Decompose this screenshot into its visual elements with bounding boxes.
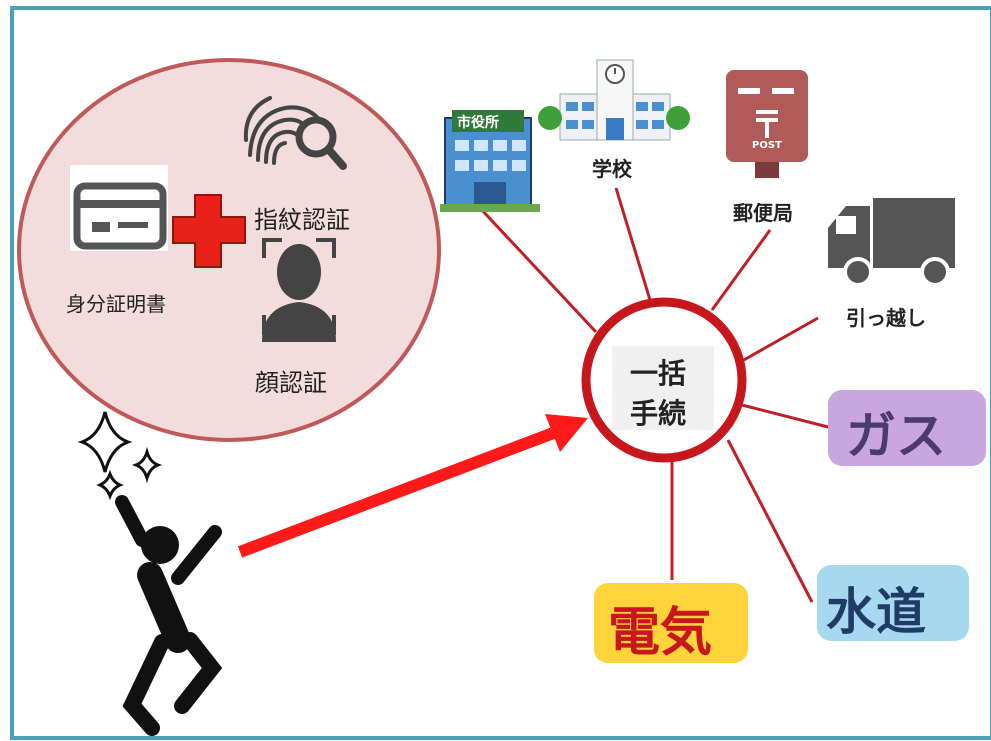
denki-badge: [594, 583, 748, 663]
hub-label-line1: 一括: [630, 357, 687, 390]
id-card-label: 身分証明書: [66, 292, 166, 316]
truck-icon: [828, 198, 955, 287]
city-hall-sign: 市役所: [457, 115, 499, 131]
face-auth-label: 顔認証: [255, 369, 327, 397]
fingerprint-search-icon: [243, 96, 347, 170]
school-label: 学校: [592, 157, 632, 181]
water-badge: [817, 565, 969, 641]
hub-label-bg: [612, 346, 714, 430]
sparkle-icon: [77, 411, 163, 501]
denki-label: 電気: [608, 603, 713, 663]
moving-label: 引っ越し: [846, 306, 926, 330]
school-icon: [538, 59, 690, 141]
plus-icon: [172, 194, 246, 268]
post-office-label: 郵便局: [733, 201, 793, 225]
frame: [10, 6, 991, 740]
face-scan-icon: [262, 238, 336, 342]
id-card-icon: [70, 165, 168, 251]
postbox-text: POST: [752, 140, 782, 151]
spokes: [478, 187, 833, 603]
postbox-icon: [726, 70, 808, 178]
gas-label: ガス: [846, 407, 946, 465]
jumping-person-icon: [115, 495, 223, 736]
hub-label-line2: 手続: [630, 397, 687, 430]
city-hall-icon: [440, 110, 540, 212]
gas-badge: [828, 390, 986, 466]
fingerprint-label: 指紋認証: [254, 206, 350, 234]
water-label: 水道: [826, 583, 926, 641]
arrow-icon: [237, 414, 588, 558]
